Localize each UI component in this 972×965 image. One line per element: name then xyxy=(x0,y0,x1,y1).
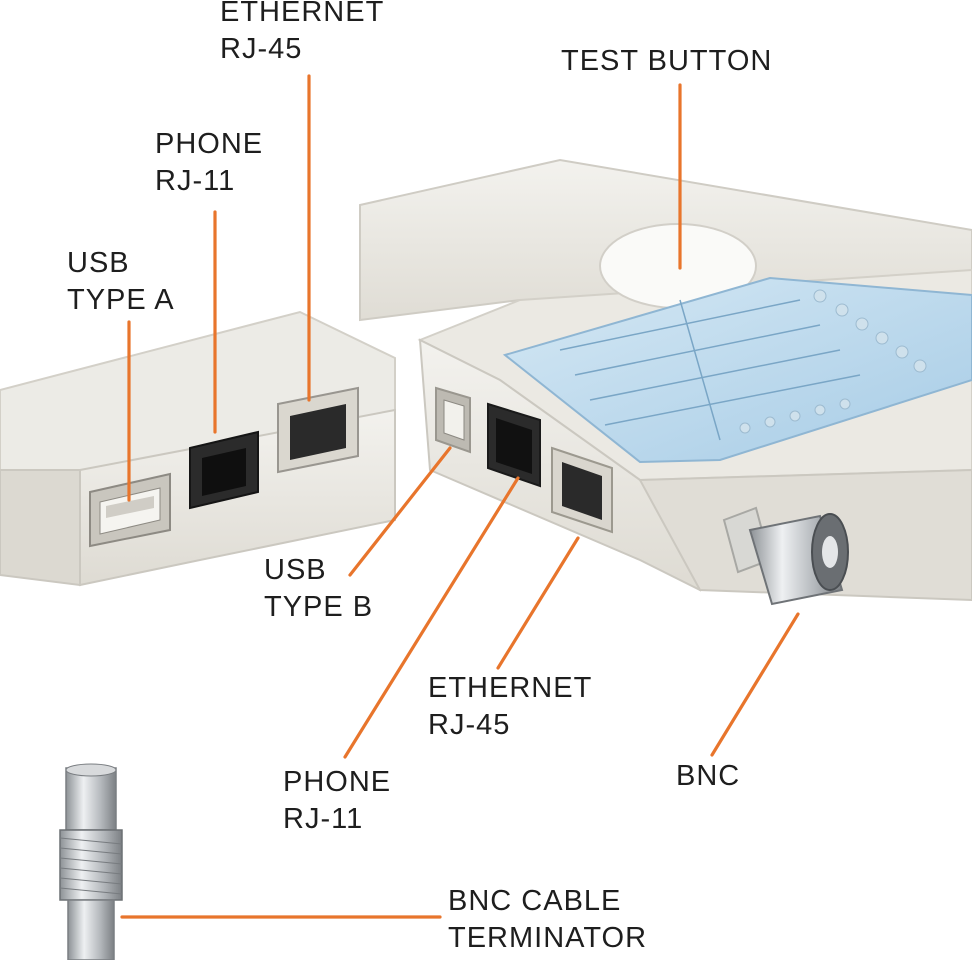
leader-phone-bottom xyxy=(343,476,520,759)
label-test-button: TEST BUTTON xyxy=(561,43,772,80)
label-ethernet-top: ETHERNET RJ-45 xyxy=(220,0,384,68)
remote-unit-left-side xyxy=(0,469,81,587)
status-leds xyxy=(739,289,927,434)
usb-type-b-port xyxy=(435,386,471,454)
label-usb-a-line1: USB xyxy=(67,247,130,279)
label-bnc-terminator: BNC CABLE TERMINATOR xyxy=(448,883,647,957)
label-usb-b-line2: TYPE B xyxy=(264,591,374,623)
label-ethernet-bottom: ETHERNET RJ-45 xyxy=(428,670,592,744)
label-bnc: BNC xyxy=(676,758,740,795)
label-usb-b: USB TYPE B xyxy=(264,552,373,626)
label-bnc-terminator-line2: TERMINATOR xyxy=(448,922,648,954)
label-phone-top: PHONE RJ-11 xyxy=(155,126,263,200)
label-bnc-line1: BNC xyxy=(676,760,741,792)
label-phone-bottom-line1: PHONE xyxy=(283,766,392,798)
rj45-port-remote xyxy=(277,386,359,474)
leader-bnc xyxy=(710,612,800,757)
main-tester-unit xyxy=(359,158,972,606)
label-phone-bottom: PHONE RJ-11 xyxy=(283,764,391,838)
rj11-port-main xyxy=(487,402,541,488)
rj45-port-main xyxy=(551,446,613,534)
label-phone-top-line1: PHONE xyxy=(155,128,264,160)
remote-unit xyxy=(0,310,396,587)
bnc-cable-terminator xyxy=(59,763,123,961)
rj11-port-remote xyxy=(189,430,259,510)
label-usb-b-line1: USB xyxy=(264,554,327,586)
label-usb-a: USB TYPE A xyxy=(67,245,175,319)
status-panel-dividers xyxy=(559,299,861,441)
label-usb-a-line2: TYPE A xyxy=(67,284,175,316)
label-phone-bottom-line2: RJ-11 xyxy=(283,803,364,835)
bnc-connector xyxy=(722,506,849,606)
label-test-button-line1: TEST BUTTON xyxy=(561,45,773,77)
label-bnc-terminator-line1: BNC CABLE xyxy=(448,885,622,917)
usb-type-a-port xyxy=(89,472,171,548)
label-ethernet-bottom-line1: ETHERNET xyxy=(428,672,593,704)
label-ethernet-top-line2: RJ-45 xyxy=(220,33,303,65)
label-phone-top-line2: RJ-11 xyxy=(155,165,236,197)
leader-ethernet-bottom xyxy=(496,536,580,670)
leader-lines xyxy=(120,74,800,919)
leader-usb-b xyxy=(348,446,452,577)
label-ethernet-top-line1: ETHERNET xyxy=(220,0,385,28)
label-ethernet-bottom-line2: RJ-45 xyxy=(428,709,511,741)
